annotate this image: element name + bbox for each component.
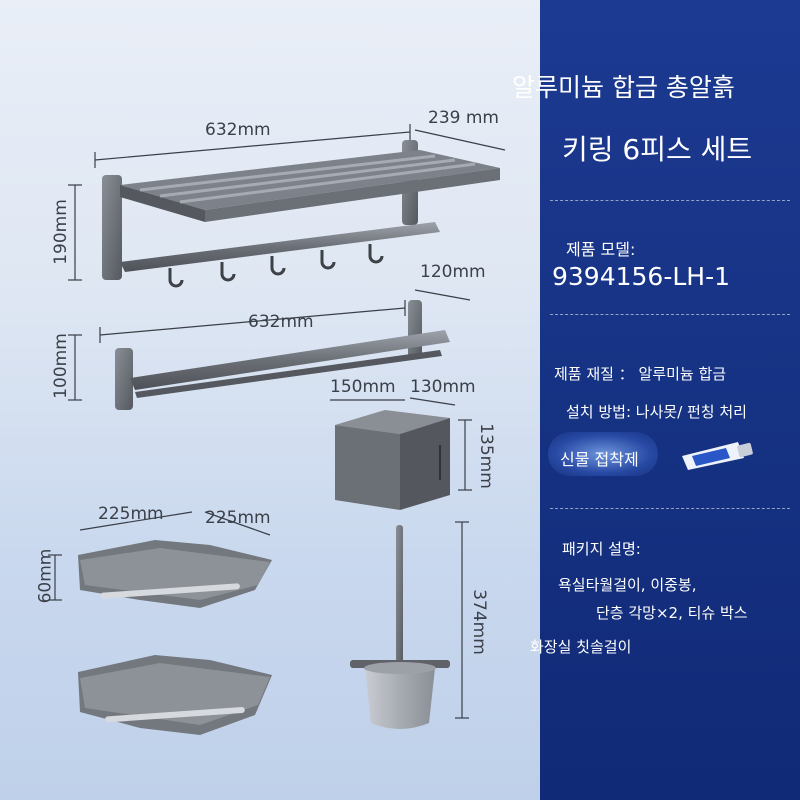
divider-3 (550, 508, 790, 509)
corner-shelf-drawing (48, 511, 272, 735)
package-label: 패키지 설명: (562, 540, 641, 558)
package-line3: 화장실 칫솔걸이 (530, 638, 632, 656)
dim-tissue-depth: 130mm (410, 377, 476, 397)
dim-rack-height: 190mm (50, 199, 71, 265)
product-illustration-area: 632mm 239 mm 190mm 632mm 120mm 100mm 150… (35, 108, 506, 735)
dim-brush-height: 374mm (468, 589, 489, 655)
towel-rack-drawing (68, 124, 506, 288)
info-panel: 알루미늄 합금 총알흙 키링 6피스 세트 제품 모델: 9394156-LH-… (512, 0, 800, 800)
divider-1 (550, 200, 790, 201)
toilet-brush-drawing (350, 521, 469, 729)
package-line1: 욕실타월걸이, 이중봉, (558, 576, 697, 594)
dim-rack-depth: 239 mm (428, 108, 499, 128)
material-text: 제품 재질 ： 알루미늄 합금 (554, 365, 727, 383)
title-line1: 알루미늄 합금 총알흙 (512, 73, 735, 102)
glue-badge (548, 432, 658, 476)
dim-shelf-height: 60mm (35, 548, 56, 604)
model-value: 9394156-LH-1 (552, 262, 731, 291)
glue-tube-icon (682, 442, 753, 470)
dim-shelf-side1: 225mm (98, 504, 164, 524)
product-drawings (48, 124, 506, 735)
dim-bar-depth: 120mm (420, 262, 486, 282)
model-label: 제품 모델: (566, 240, 636, 259)
install-text: 설치 방법: 나사못/ 펀칭 처리 (566, 403, 747, 421)
dim-tissue-width: 150mm (330, 377, 396, 397)
dim-tissue-height: 135mm (475, 423, 496, 489)
divider-2 (550, 314, 790, 315)
package-line2: 단층 각망×2, 티슈 박스 (596, 604, 748, 622)
dim-shelf-side2: 225mm (205, 508, 271, 528)
towel-bar-drawing (68, 289, 471, 410)
tissue-box-drawing (330, 397, 472, 510)
dim-bar-height: 100mm (50, 333, 71, 399)
dim-rack-width: 632mm (205, 120, 271, 140)
dim-bar-width: 632mm (248, 312, 314, 332)
glue-text: 신물 접착제 (560, 450, 639, 469)
title-line2: 키링 6피스 세트 (562, 133, 753, 166)
